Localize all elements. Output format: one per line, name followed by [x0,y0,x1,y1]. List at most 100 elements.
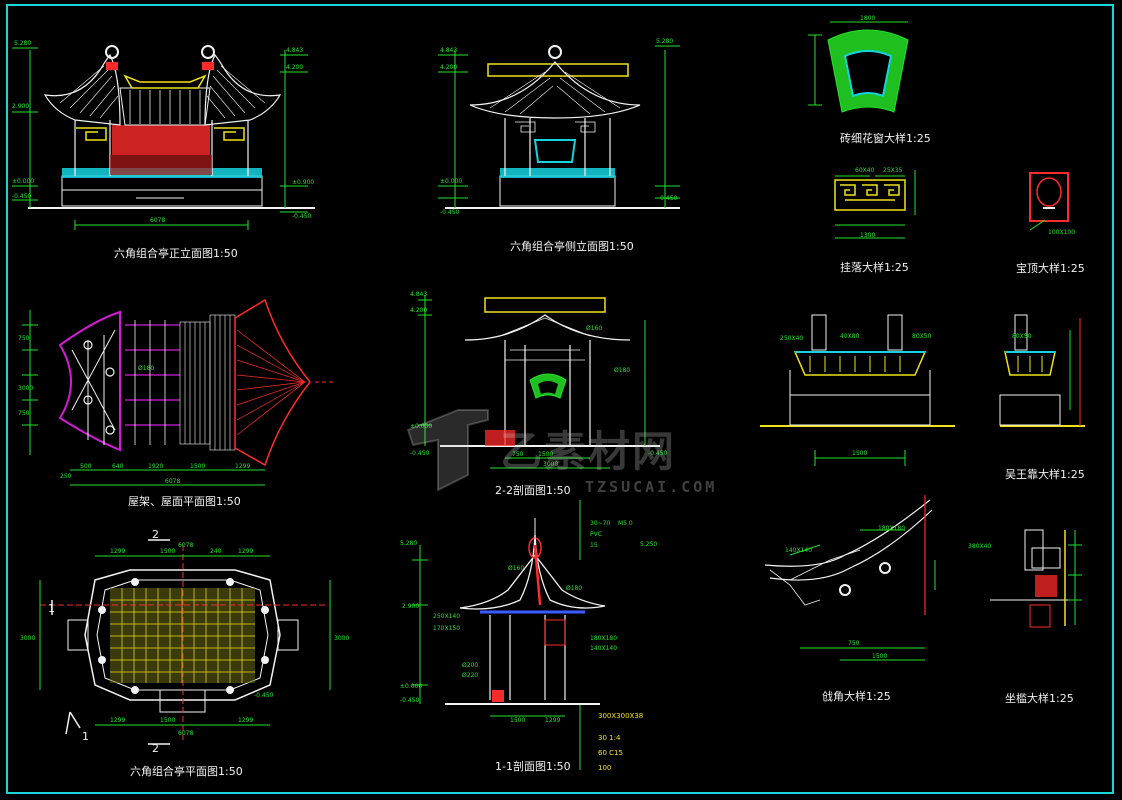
plan-1299-a: 1299 [110,548,125,555]
drawing-border [6,4,1114,794]
sec11-phi200: Ø200 [462,662,478,669]
roofplan-phi180: Ø180 [138,365,154,372]
eave-180x80: 180X180 [878,525,905,532]
side-elevation-drawing [438,45,680,209]
sec22-level-0000: ±0.000 [410,423,432,430]
level-4200: 4.200 [286,64,303,71]
caption-roof-plan: 屋架、屋面平面图1:50 [128,495,241,508]
sec22-level-4200: 4.200 [410,307,427,314]
finial-drawing [1029,172,1069,231]
sec11-level-0000: ±0.000 [400,683,422,690]
plan-240: 240 [210,548,222,555]
caption-bench-back: 吴王靠大样1:25 [1005,468,1085,481]
axis-2-top: 2 [152,528,159,541]
bench-250x40: 250X40 [780,335,803,342]
sec11-15: 15 [590,542,598,549]
bench-40x80: 40X80 [840,333,860,340]
front-elevation-drawing [12,45,315,230]
level-minus-0450-b: -0.450 [292,213,312,220]
sec11-1299: 1299 [545,717,560,724]
axis-2-bottom: 2 [152,742,159,755]
axis-markers: 2 2 1 1 [48,528,159,755]
roofplan-500: 500 [80,463,92,470]
section-1-1-drawing [412,500,606,770]
sec11-phi160: Ø160 [508,565,524,572]
dimension-labels: 5.280 4.843 4.200 2.900 ±0.000 -0.450 ±0… [12,15,1075,737]
sec11-phi180: Ø180 [566,585,582,592]
bench-1500: 1500 [852,450,867,457]
side-level-4843: 4.843 [440,47,457,54]
caption-side-elevation: 六角组合亭侧立面图1:50 [510,240,634,253]
sec11-level-5250: 5.250 [640,541,657,548]
eave-140x40: 140X140 [785,547,812,554]
fascia-25x35: 25X35 [883,167,903,174]
caption-section-2-2: 2-2剖面图1:50 [495,484,571,497]
eave-1500: 1500 [872,653,887,660]
plan-1299-b: 1299 [238,548,253,555]
sec11-30-70: 30~70 [590,520,610,527]
level-2900: 2.900 [12,103,29,110]
caption-seat-rail: 坐槛大样1:25 [1005,692,1074,705]
side-level-minus-0450-b: -0.450 [658,195,678,202]
plan-1299-d: 1299 [238,717,253,724]
sec11-m5: M5.0 [618,520,633,527]
sec22-phi180: Ø180 [614,367,630,374]
bench-80x50: 80X50 [912,333,932,340]
caption-finial: 宝顶大样1:25 [1016,262,1085,275]
bench-back-drawing [760,314,1085,466]
roofplan-1920: 1920 [148,463,163,470]
level-0900: ±0.900 [292,179,314,186]
plan-level-minus-0450: -0.450 [254,692,274,699]
window-width: 1800 [860,15,875,22]
side-level-5280: 5.280 [656,38,673,45]
watermark-logo-icon [406,409,489,492]
bench-80x50-b: 80X50 [1012,333,1032,340]
roofplan-1500: 1500 [190,463,205,470]
legend-layer-4: 100 [598,764,611,772]
finial-size: 100X100 [1048,229,1075,236]
plan-total-bottom: 6078 [178,730,193,737]
side-level-4200: 4.200 [440,64,457,71]
plan-1299-c: 1299 [110,717,125,724]
roofplan-total: 6078 [165,478,180,485]
sec11-140x140: 140X140 [590,645,617,652]
roofplan-250: 250 [60,473,72,480]
watermark-url: TZSUCAI.COM [585,478,718,496]
sec11-pvc: PVC [590,531,602,538]
watermark-brand: 乙素材网 [500,427,677,476]
sec11-phi220: Ø220 [462,672,478,679]
sec11-1500: 1500 [510,717,525,724]
sec22-750: 750 [512,451,524,458]
plan-1500-a: 1500 [160,548,175,555]
eave-750: 750 [848,640,860,647]
level-0000: ±0.000 [12,178,34,185]
roofplan-640: 640 [112,463,124,470]
brick-window-drawing [808,21,909,113]
caption-hanging-fascia: 挂落大样1:25 [840,261,909,274]
roofplan-750-b: 750 [18,410,30,417]
front-total-width: 6078 [150,217,165,224]
sec22-level-minus-0450: -0.450 [410,450,430,457]
plan-3000-left: 3000 [20,635,35,642]
axis-1-left: 1 [48,602,55,615]
seat-380x40: 380X40 [968,543,991,550]
sec11-level-minus-0450: -0.450 [400,697,420,704]
caption-floor-plan: 六角组合亭平面图1:50 [130,765,243,778]
axis-1-bottom: 1 [82,730,89,743]
sec11-level-2900: 2.900 [402,603,419,610]
roofplan-750-a: 750 [18,335,30,342]
caption-corner-eave: 戗角大样1:25 [822,690,891,703]
legend-layer-2: 30 1:4 [598,734,621,742]
caption-section-1-1: 1-1剖面图1:50 [495,760,571,773]
sec22-3000: 3000 [543,461,558,468]
sec22-level-4843: 4.843 [410,291,427,298]
fascia-width: 1300 [860,232,875,239]
caption-brick-window: 砖细花窗大样1:25 [840,132,931,145]
fascia-60x40: 60X40 [855,167,875,174]
roofplan-1299: 1299 [235,463,250,470]
caption-front-elevation: 六角组合亭正立面图1:50 [114,247,238,260]
floor-plan-drawing [39,539,331,745]
level-4843: 4.843 [286,47,303,54]
side-level-minus-0450: -0.450 [440,209,460,216]
plan-1500-b: 1500 [160,717,175,724]
